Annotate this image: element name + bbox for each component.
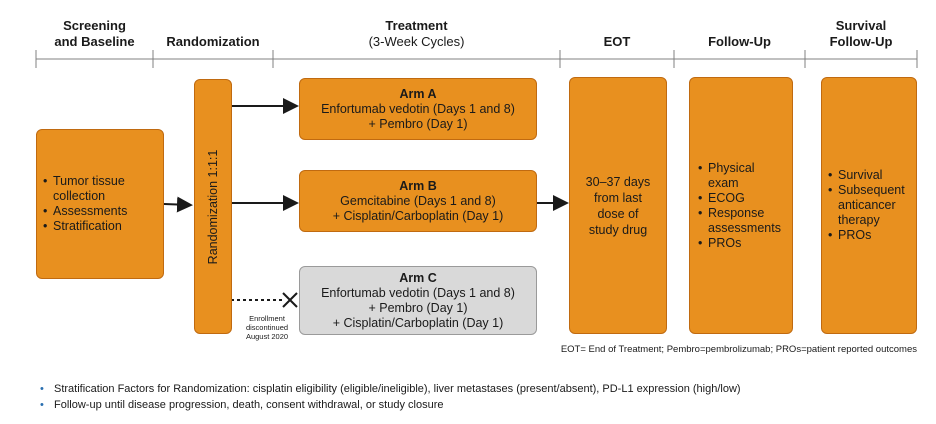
arm-b-box: Arm B Gemcitabine (Days 1 and 8) + Cispl… xyxy=(299,170,537,232)
arm-c-line: + Pembro (Day 1) xyxy=(368,300,468,315)
header-randomization: Randomization xyxy=(153,34,273,50)
abbreviations-text: EOT= End of Treatment; Pembro=pembrolizu… xyxy=(560,344,917,355)
eot-line: from last xyxy=(594,190,642,205)
arm-a-line: + Pembro (Day 1) xyxy=(368,116,468,131)
header-screening: Screening and Baseline xyxy=(36,18,153,50)
arm-a-line: Enfortumab vedotin (Days 1 and 8) xyxy=(321,101,515,116)
header-survival: Survival Follow-Up xyxy=(805,18,917,50)
arm-b-title: Arm B xyxy=(399,178,437,193)
header-randomization-text: Randomization xyxy=(166,34,260,49)
header-treatment-subtitle: (3-Week Cycles) xyxy=(368,34,465,49)
screening-list: Tumor tissue collection Assessments Stra… xyxy=(43,174,157,234)
arm-a-title: Arm A xyxy=(399,86,437,101)
screening-box: Tumor tissue collection Assessments Stra… xyxy=(36,129,164,279)
arrow-screening-to-randomization xyxy=(163,196,193,213)
followup-item: PROs xyxy=(698,236,784,251)
arm-c-box: Arm C Enfortumab vedotin (Days 1 and 8) … xyxy=(299,266,537,335)
followup-item: Physical exam xyxy=(698,161,784,191)
eot-line: dose of xyxy=(597,206,639,221)
randomization-label: Randomization 1:1:1 xyxy=(206,149,220,264)
enrollment-note: Enrollment discontinued August 2020 xyxy=(236,314,298,341)
arm-c-line: Enfortumab vedotin (Days 1 and 8) xyxy=(321,285,515,300)
arm-b-line: Gemcitabine (Days 1 and 8) xyxy=(340,193,496,208)
footnote-item: Stratification Factors for Randomization… xyxy=(40,381,741,397)
followup-list: Physical exam ECOG Response assessments … xyxy=(698,161,784,251)
header-treatment-text: Treatment xyxy=(385,18,448,33)
screening-item: Tumor tissue collection xyxy=(43,174,157,204)
footnote-list: Stratification Factors for Randomization… xyxy=(40,381,741,413)
header-survival-line1: Survival xyxy=(835,18,887,33)
header-screening-line2: and Baseline xyxy=(54,34,135,49)
header-treatment: Treatment (3-Week Cycles) xyxy=(273,18,560,50)
survival-item: PROs xyxy=(828,228,910,243)
footnote-item: Follow-up until disease progression, dea… xyxy=(40,397,741,413)
survival-item: Survival xyxy=(828,168,910,183)
survival-item: Subsequent anticancer therapy xyxy=(828,183,910,228)
enrollment-note-line: discontinued xyxy=(245,323,289,332)
followup-item: ECOG xyxy=(698,191,784,206)
followup-box: Physical exam ECOG Response assessments … xyxy=(689,77,793,334)
screening-item: Stratification xyxy=(43,219,157,234)
header-followup-text: Follow-Up xyxy=(708,34,771,49)
header-survival-line2: Follow-Up xyxy=(829,34,893,49)
eot-line: 30–37 days xyxy=(585,174,651,189)
survival-list: Survival Subsequent anticancer therapy P… xyxy=(828,168,910,243)
header-followup: Follow-Up xyxy=(674,34,805,50)
header-eot: EOT xyxy=(560,34,674,50)
enrollment-note-line: Enrollment xyxy=(249,314,285,323)
randomization-box: Randomization 1:1:1 xyxy=(194,79,232,334)
survival-box: Survival Subsequent anticancer therapy P… xyxy=(821,77,917,334)
header-screening-line1: Screening xyxy=(63,18,126,33)
enrollment-note-line: August 2020 xyxy=(245,332,289,341)
arm-c-title: Arm C xyxy=(399,270,437,285)
arm-b-line: + Cisplatin/Carboplatin (Day 1) xyxy=(332,208,504,223)
followup-item: Response assessments xyxy=(698,206,784,236)
eot-box: 30–37 days from last dose of study drug xyxy=(569,77,667,334)
arm-a-box: Arm A Enfortumab vedotin (Days 1 and 8) … xyxy=(299,78,537,140)
discontinued-x-icon xyxy=(282,292,298,308)
screening-item: Assessments xyxy=(43,204,157,219)
arm-c-line: + Cisplatin/Carboplatin (Day 1) xyxy=(332,315,504,330)
header-eot-text: EOT xyxy=(603,34,631,49)
eot-line: study drug xyxy=(588,222,648,237)
